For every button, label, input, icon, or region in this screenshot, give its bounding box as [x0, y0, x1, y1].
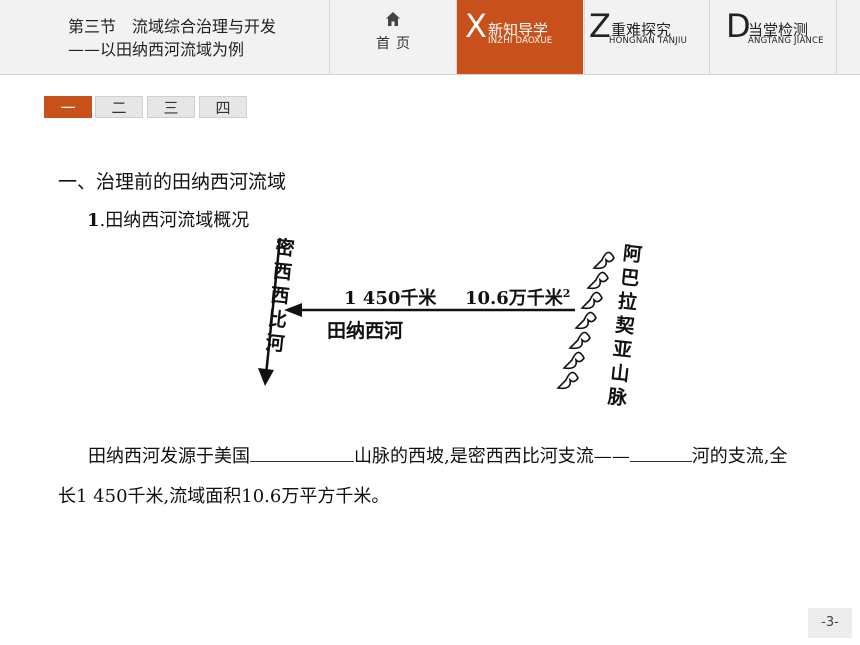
mississippi-line	[264, 237, 282, 376]
home-label: 首页	[376, 36, 416, 52]
tab-zhongnan-tanjiu[interactable]: Z 重难探究 HONGNAN TANJIU	[585, 0, 709, 74]
length-area-label: 1 450千米 10.6万千米2	[344, 284, 570, 310]
paragraph-text-1: 田纳西河发源于美国	[88, 446, 250, 467]
section-tab-4[interactable]: 四	[199, 96, 247, 118]
divider	[584, 0, 585, 74]
section-heading: 一、治理前的田纳西河流域	[58, 171, 287, 193]
tab-label: 新知导学	[488, 21, 549, 39]
tennessee-label: 田纳西河	[327, 320, 404, 342]
divider	[329, 0, 330, 74]
divider	[456, 0, 457, 74]
length-label: 1 450千米	[344, 288, 437, 309]
top-nav-bar: 第三节 流域综合治理与开发 ——以田纳西河流域为例 首页 X 新知导学 INZH…	[0, 0, 860, 75]
tab-letter: X	[465, 7, 487, 45]
home-icon	[385, 11, 401, 31]
tab-letter: D	[726, 7, 751, 45]
answer-blank-2[interactable]	[629, 439, 692, 462]
tab-label: 当堂检测	[748, 21, 809, 39]
area-label: 10.6万千米	[464, 288, 563, 309]
tab-pinyin: INZHI DAOXUE	[488, 36, 553, 46]
diagram-lines	[258, 237, 615, 390]
answer-blank-1[interactable]	[250, 439, 354, 462]
home-button[interactable]: 首页	[330, 0, 456, 74]
divider	[836, 0, 837, 74]
river-diagram: 密西西比河 阿巴拉契亚山脉 1 450千米 10.6万千米2 田纳西河	[230, 230, 650, 430]
divider	[709, 0, 710, 74]
paragraph-text-3: 河的支流,全长1 450千米,流域面积10.6万平方千米。	[58, 446, 788, 507]
section-tab-3[interactable]: 三	[147, 96, 195, 118]
mississippi-arrowhead	[258, 368, 274, 386]
tab-label: 重难探究	[611, 21, 672, 39]
section-tab-2[interactable]: 二	[95, 96, 143, 118]
section-tab-1[interactable]: 一	[44, 96, 92, 118]
area-superscript: 2	[562, 287, 571, 300]
tab-pinyin: HONGNAN TANJIU	[609, 36, 688, 46]
tab-pinyin: ANGTANG JIANCE	[748, 36, 824, 46]
subheading-text: .田纳西河流域概况	[99, 210, 250, 231]
mountain-symbols	[556, 251, 615, 390]
subheading-number: 1	[87, 210, 100, 231]
body-paragraph: 田纳西河发源于美国 山脉的西坡,是密西西比河支流——河的支流,全长1 450千米,…	[58, 437, 803, 517]
subheading: 1.田纳西河流域概况	[87, 206, 249, 232]
page-number: -3-	[808, 608, 852, 638]
tab-xinzhi-daoxue[interactable]: X 新知导学 INZHI DAOXUE	[457, 0, 583, 74]
tab-letter: Z	[589, 7, 611, 45]
tab-dangtang-jiance[interactable]: D 当堂检测 ANGTANG JIANCE	[710, 0, 836, 74]
lesson-title-line1: 第三节 流域综合治理与开发	[68, 17, 277, 36]
lesson-title: 第三节 流域综合治理与开发 ——以田纳西河流域为例	[68, 15, 330, 61]
lesson-title-line2: ——以田纳西河流域为例	[68, 40, 245, 59]
tennessee-arrowhead	[284, 303, 302, 317]
paragraph-text-2: 山脉的西坡,是密西西比河支流——	[354, 446, 630, 467]
